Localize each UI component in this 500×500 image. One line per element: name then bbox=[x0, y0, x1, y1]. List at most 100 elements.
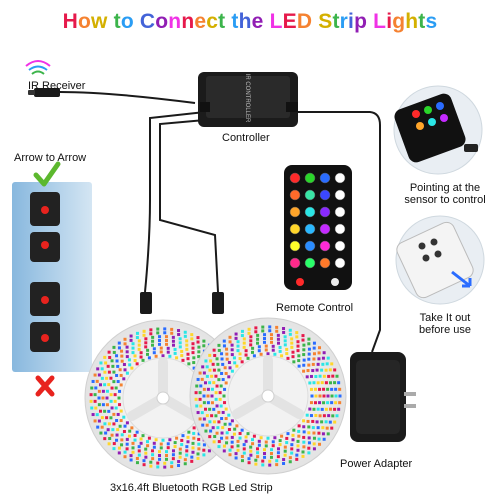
led-dot bbox=[235, 364, 239, 368]
led-dot bbox=[217, 378, 221, 382]
led-dot bbox=[314, 375, 318, 379]
title-char: C bbox=[139, 10, 156, 33]
led-dot bbox=[240, 454, 244, 458]
led-dot bbox=[262, 448, 266, 452]
led-dot bbox=[228, 453, 232, 457]
led-dot bbox=[156, 465, 160, 469]
led-dot bbox=[334, 401, 338, 405]
led-dot bbox=[170, 465, 174, 469]
led-dot bbox=[275, 329, 279, 333]
led-dot bbox=[198, 391, 202, 395]
led-dot bbox=[185, 445, 189, 449]
led-dot bbox=[244, 435, 248, 439]
led-dot bbox=[98, 383, 102, 387]
led-dot bbox=[214, 374, 218, 378]
led-dot bbox=[116, 412, 120, 416]
led-dot bbox=[223, 401, 227, 405]
led-dot bbox=[191, 441, 195, 445]
led-dot bbox=[263, 452, 267, 456]
remote-button bbox=[304, 206, 316, 218]
controller-port-left bbox=[200, 102, 210, 112]
title-char: E bbox=[282, 10, 297, 33]
power-cable bbox=[298, 111, 381, 353]
led-dot bbox=[137, 445, 141, 449]
led-dot bbox=[195, 384, 199, 388]
led-dot bbox=[90, 406, 94, 410]
led-dot bbox=[297, 364, 301, 368]
led-dot bbox=[112, 350, 116, 354]
led-dot bbox=[185, 453, 189, 457]
led-dot bbox=[173, 351, 177, 355]
led-dot bbox=[217, 410, 221, 414]
pull-arrow-icon bbox=[451, 270, 471, 288]
led-dot bbox=[177, 329, 181, 333]
led-dot bbox=[146, 440, 150, 444]
check-mark-icon bbox=[33, 161, 61, 187]
led-dot bbox=[125, 350, 129, 354]
remote-button bbox=[304, 257, 316, 269]
led-dot bbox=[236, 444, 240, 448]
led-dot bbox=[149, 332, 153, 336]
led-dot bbox=[97, 396, 101, 400]
led-dot bbox=[217, 445, 221, 449]
led-dot bbox=[276, 337, 280, 341]
led-dot bbox=[202, 443, 206, 447]
led-dot bbox=[329, 407, 333, 411]
led-dot bbox=[206, 387, 210, 391]
led-dot bbox=[312, 442, 316, 446]
led-dot bbox=[173, 441, 177, 445]
led-dot bbox=[192, 436, 196, 440]
led-dot bbox=[133, 438, 137, 442]
led-dot bbox=[164, 338, 168, 342]
led-dot bbox=[199, 404, 203, 408]
led-dot bbox=[254, 330, 258, 334]
title-char: H bbox=[62, 10, 78, 33]
remote-button bbox=[304, 240, 316, 252]
led-dot bbox=[307, 363, 311, 367]
led-dot bbox=[122, 429, 126, 433]
led-dot bbox=[146, 348, 150, 352]
led-dot bbox=[273, 352, 277, 356]
led-dot bbox=[215, 431, 219, 435]
led-dot bbox=[266, 352, 270, 356]
led-dot bbox=[309, 401, 313, 405]
led-dot bbox=[129, 454, 133, 458]
led-dot bbox=[315, 368, 319, 372]
led-dot bbox=[330, 362, 334, 366]
led-dot bbox=[186, 357, 190, 361]
led-dot bbox=[115, 373, 119, 377]
led-dot bbox=[105, 389, 109, 393]
led-dot bbox=[257, 345, 261, 349]
led-dot bbox=[107, 422, 111, 426]
led-dot bbox=[295, 335, 299, 339]
led-dot bbox=[199, 384, 203, 388]
led-dot bbox=[228, 366, 232, 370]
remote-button bbox=[334, 223, 346, 235]
led-dot bbox=[101, 403, 105, 407]
led-dot bbox=[206, 401, 210, 405]
led-dot bbox=[334, 394, 338, 398]
led-dot bbox=[103, 422, 107, 426]
ir-receiver-label: IR Receiver bbox=[28, 80, 86, 92]
led-dot bbox=[108, 355, 112, 359]
led-dot bbox=[246, 432, 250, 436]
led-dot bbox=[268, 463, 272, 467]
led-dot bbox=[112, 447, 116, 451]
led-dot bbox=[186, 352, 190, 356]
led-dot bbox=[235, 424, 239, 428]
closeup-bottom-remote bbox=[396, 221, 474, 299]
led-dot bbox=[225, 431, 229, 435]
led-dot bbox=[257, 443, 261, 447]
led-dot bbox=[268, 459, 272, 463]
led-dot bbox=[127, 434, 131, 438]
strip-connector-left bbox=[140, 292, 152, 314]
led-dot bbox=[312, 352, 316, 356]
led-dot bbox=[222, 394, 226, 398]
led-dot bbox=[190, 333, 194, 337]
led-dot bbox=[212, 368, 216, 372]
led-dot bbox=[208, 435, 212, 439]
remote-button bbox=[304, 189, 316, 201]
take-out-label-line1: Take It out bbox=[419, 312, 471, 324]
